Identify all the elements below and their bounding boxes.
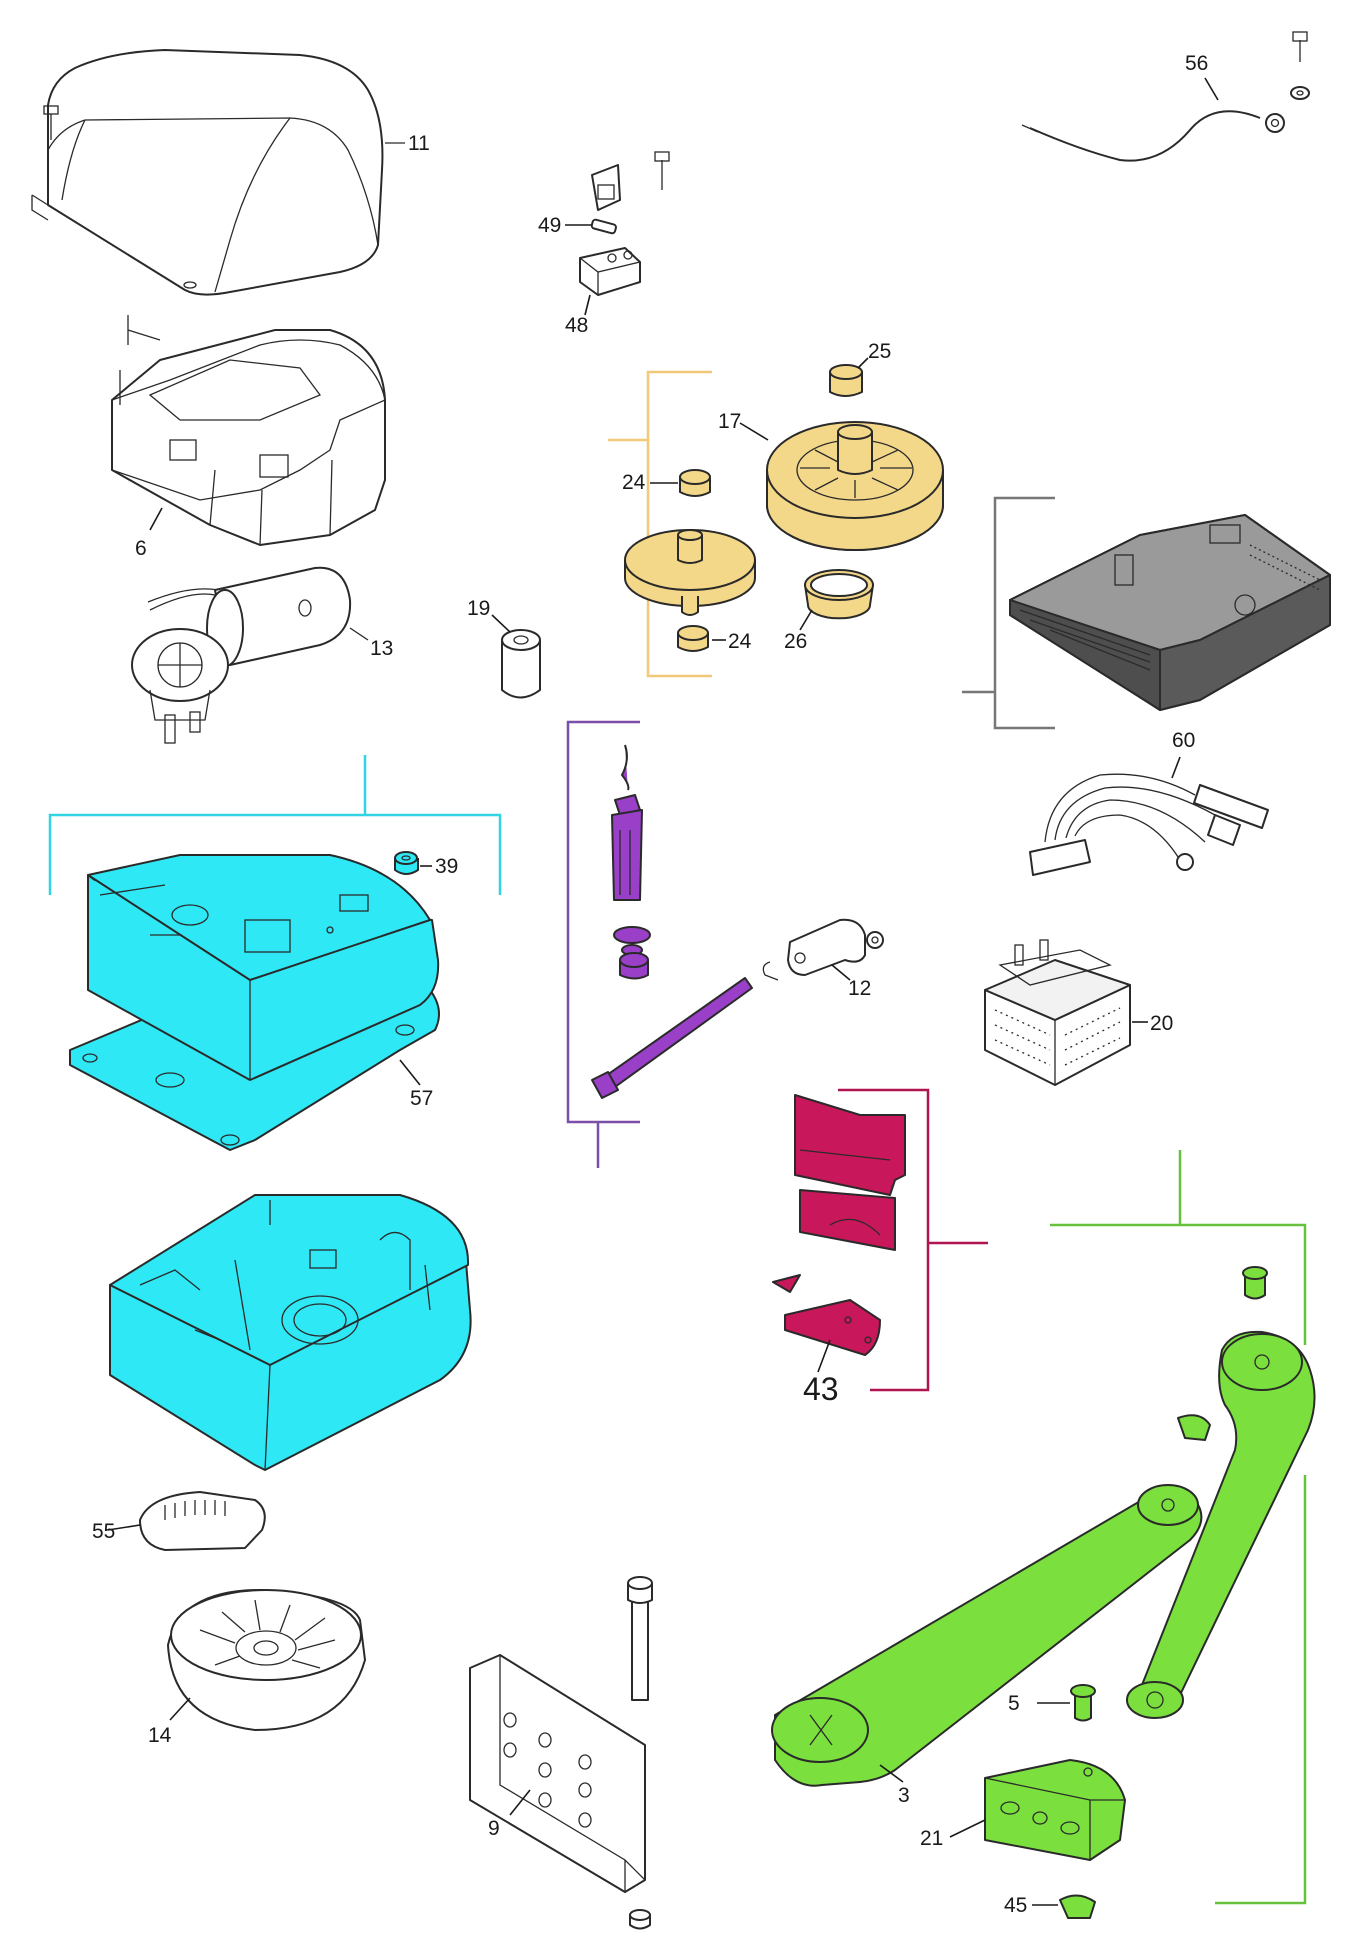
part-13-motor[interactable]: [131, 566, 369, 744]
label-12: 12: [848, 977, 871, 1000]
bracket-control-unit: [962, 496, 1055, 730]
part-control-unit[interactable]: [1009, 514, 1331, 711]
part-55-wiring-harness[interactable]: [1029, 773, 1269, 876]
label-39: 39: [435, 855, 458, 878]
part-14-transformer[interactable]: [984, 939, 1131, 1086]
label-14: 20: [1150, 1012, 1173, 1035]
label-21: 21: [920, 1827, 943, 1850]
part-39-nut[interactable]: [394, 851, 419, 875]
leader-21: [949, 1819, 986, 1838]
part-3-straight-arm[interactable]: [771, 1484, 1203, 1787]
part-terminal-cap: [591, 151, 670, 211]
leader-20: [509, 1789, 531, 1816]
leader-12: [831, 964, 851, 981]
bracket-green-group: [1050, 1150, 1307, 1905]
label-5: 55: [92, 1520, 115, 1543]
part-17-gear-wheel[interactable]: [766, 421, 944, 551]
leader-9: [817, 1339, 831, 1373]
bracket-purple-group: [566, 720, 640, 1168]
part-20-fixing-bracket[interactable]: [469, 1576, 653, 1930]
leader-6: [149, 507, 163, 531]
leader-60: [169, 1697, 191, 1721]
label-24b: 24: [728, 630, 752, 653]
part-cyan-lower-housing[interactable]: [109, 1194, 472, 1471]
part-24b-bushing[interactable]: [677, 625, 709, 652]
part-24a-bushing[interactable]: [679, 469, 711, 497]
leader-19: [491, 614, 511, 633]
label-60: 14: [148, 1724, 172, 1747]
label-24a: 24: [622, 471, 646, 494]
label-45: 45: [1004, 1894, 1027, 1917]
label-57: 57: [410, 1087, 433, 1110]
leader-56: [1204, 77, 1219, 101]
leader-17: [739, 422, 769, 441]
part-43-pin[interactable]: [1070, 1684, 1096, 1722]
part-green-clip-top[interactable]: [1177, 1414, 1211, 1441]
part-25-bushing[interactable]: [829, 364, 863, 397]
label-9: 43: [803, 1371, 839, 1407]
part-12-release-key[interactable]: [762, 918, 884, 981]
bracket-cyan-group: [48, 755, 502, 895]
label-6: 6: [135, 537, 147, 560]
part-6-upper-housing[interactable]: [111, 315, 386, 546]
part-21-gate-bracket[interactable]: [984, 1759, 1126, 1861]
part-45-circlip[interactable]: [1059, 1894, 1096, 1919]
label-49: 49: [538, 214, 561, 237]
leader-48: [584, 294, 591, 316]
part-19-spacer[interactable]: [501, 629, 541, 699]
label-17: 17: [718, 410, 741, 433]
part-green-pin-top[interactable]: [1242, 1266, 1268, 1300]
leader-3: [879, 1764, 904, 1783]
part-11-cover[interactable]: [31, 49, 405, 296]
part-purple-shaft-assembly[interactable]: [591, 744, 753, 1099]
leader-55: [1171, 756, 1181, 779]
leader-5: [107, 1524, 141, 1531]
leader-57: [399, 1059, 421, 1086]
screw-cover: [43, 105, 59, 140]
bracket-magenta-group: [838, 1088, 988, 1392]
part-9-limit-cams[interactable]: [772, 1094, 906, 1356]
label-3: 3: [898, 1784, 910, 1807]
label-55: 60: [1172, 729, 1195, 752]
part-60-bottom-cover[interactable]: [167, 1589, 366, 1731]
label-25: 25: [868, 340, 891, 363]
label-11: 11: [408, 132, 430, 155]
label-56: 56: [1185, 52, 1208, 75]
part-green-curved-arm[interactable]: [1126, 1330, 1316, 1719]
part-24-gear-pinion[interactable]: [624, 529, 756, 616]
part-48-terminal-block[interactable]: [579, 247, 641, 296]
part-26-ring[interactable]: [804, 569, 874, 620]
part-56-earth-cable[interactable]: [1021, 31, 1310, 162]
label-43: 5: [1008, 1692, 1020, 1715]
label-48: 48: [565, 314, 588, 337]
leader-26: [799, 609, 813, 631]
part-49-fuse[interactable]: [590, 218, 617, 235]
label-26: 26: [784, 630, 807, 653]
leader-25: [857, 357, 869, 369]
label-20: 9: [488, 1817, 500, 1840]
bracket-gear-group: [608, 370, 712, 678]
part-cyan-upper-frame[interactable]: [87, 854, 440, 1081]
label-19: 19: [467, 597, 490, 620]
part-5-cable-grommet[interactable]: [139, 1491, 266, 1551]
label-13: 13: [370, 637, 393, 660]
